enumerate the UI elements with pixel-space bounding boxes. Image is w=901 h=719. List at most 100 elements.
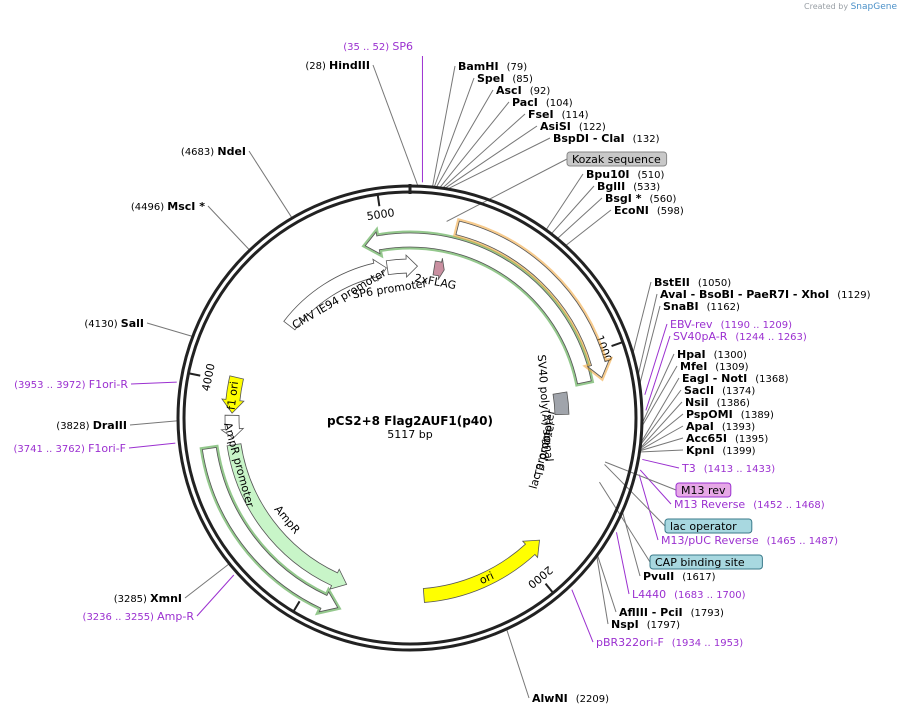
feature-arrow [455, 220, 610, 379]
tick-label: 4000 [199, 362, 217, 392]
label-name: BsgI * [605, 192, 642, 205]
label-position: (3953 .. 3972) [14, 380, 89, 391]
primer-sv40pa-r[interactable]: SV40pA-R(1244 .. 1263) [673, 330, 807, 343]
label-position: (92) [530, 86, 551, 97]
snapgene-credit: Created by SnapGene [804, 2, 897, 12]
label-position: (4130) [84, 319, 120, 330]
primer-ebv-rev[interactable]: EBV-rev(1190 .. 1209) [670, 318, 792, 331]
site-xmni[interactable]: (3285) XmnI [114, 592, 182, 605]
site-bamhi[interactable]: BamHI(79) [458, 60, 527, 73]
site-asisi[interactable]: AsiSI(122) [540, 120, 606, 133]
site-econi[interactable]: EcoNI(598) [614, 204, 684, 217]
site-avai-bsobi-paer7i-xhoi[interactable]: AvaI - BsoBI - PaeR7I - XhoI(1129) [660, 288, 871, 301]
site-bsteii[interactable]: BstEII(1050) [654, 276, 731, 289]
site-bspdi-clai[interactable]: BspDI - ClaI(132) [553, 132, 660, 145]
label-position: (3236 .. 3255) [83, 612, 158, 623]
connector-line [596, 554, 617, 613]
connector-line [128, 442, 176, 449]
label-position: (1300) [714, 350, 747, 361]
label-position: (1465 .. 1487) [767, 536, 839, 547]
primer-sp6[interactable]: (35 .. 52) SP6 [343, 40, 413, 53]
label-position: (104) [546, 98, 573, 109]
tick-mark [188, 372, 201, 377]
label-position: (1683 .. 1700) [674, 590, 746, 601]
site-nspi[interactable]: NspI(1797) [611, 618, 680, 631]
connector-line [615, 532, 630, 595]
site-msci[interactable]: (4496) MscI * [131, 200, 205, 213]
site-kpni[interactable]: KpnI(1399) [686, 444, 756, 457]
site-sali[interactable]: (4130) SalI [84, 317, 144, 330]
site-hindiii[interactable]: (28) HindIII [305, 59, 370, 72]
label-position: (4683) [181, 147, 217, 158]
svg-text:(4130) SalI: (4130) SalI [84, 317, 144, 330]
tick-mark [611, 341, 624, 347]
label-name: BamHI [458, 60, 499, 73]
svg-text:AsiSI(122): AsiSI(122) [540, 120, 606, 133]
feature-box-cap-binding-site[interactable]: CAP binding site [649, 554, 763, 570]
site-draiii[interactable]: (3828) DraIII [56, 419, 127, 432]
feature-ampr-promoter [220, 414, 245, 439]
primer-pbr322ori-f[interactable]: pBR322ori-F(1934 .. 1953) [596, 636, 743, 649]
site-alwni[interactable]: AlwNI(2209) [532, 692, 609, 705]
site-bsgi[interactable]: BsgI *(560) [605, 192, 676, 205]
feature-box-kozak-sequence[interactable]: Kozak sequence [566, 151, 668, 167]
site-mfei[interactable]: MfeI(1309) [680, 360, 749, 373]
label-name: M13 Reverse [674, 498, 745, 511]
feature-sv40-poly-a-signal [552, 391, 570, 415]
site-snabi[interactable]: SnaBI(1162) [663, 300, 740, 313]
site-sacii[interactable]: SacII (1374) [684, 384, 755, 397]
svg-text:(3236 .. 3255) Amp-R: (3236 .. 3255) Amp-R [83, 610, 195, 623]
connector-line [604, 461, 677, 491]
label-position: (35 .. 52) [343, 42, 392, 53]
primer-l4440[interactable]: L4440(1683 .. 1700) [632, 588, 746, 601]
svg-text:AvaI - BsoBI - PaeR7I - XhoI(1: AvaI - BsoBI - PaeR7I - XhoI(1129) [660, 288, 871, 301]
label-name: Acc65I [686, 432, 727, 445]
site-pspomi[interactable]: PspOMI(1389) [686, 408, 774, 421]
site-eagi-noti[interactable]: EagI - NotI(1368) [682, 372, 789, 385]
site-hpai[interactable]: HpaI(1300) [677, 348, 747, 361]
primer-t3[interactable]: T3(1413 .. 1433) [681, 462, 775, 475]
label-position: (1413 .. 1433) [704, 464, 776, 475]
plasmid-length: 5117 bp [387, 428, 432, 441]
label-name: SP6 [392, 40, 413, 53]
label-position: (1374) [722, 386, 755, 397]
site-fsei[interactable]: FseI(114) [528, 108, 589, 121]
svg-text:SacII(1374): SacII (1374) [684, 384, 755, 397]
primer-m13-puc-reverse[interactable]: M13/pUC Reverse(1465 .. 1487) [661, 534, 838, 547]
primer-f1ori-f[interactable]: (3741 .. 3762) F1ori-F [13, 442, 126, 455]
feature-box-m13-rev[interactable]: M13 rev [675, 482, 732, 498]
connector-line [565, 209, 612, 247]
primer-amp-r[interactable]: (3236 .. 3255) Amp-R [83, 610, 195, 623]
site-nsii[interactable]: NsiI(1386) [685, 396, 750, 409]
connector-line [640, 389, 682, 446]
connector-line [435, 89, 494, 188]
label-name: SalI [121, 317, 144, 330]
svg-text:M13 Reverse(1452 .. 1468): M13 Reverse(1452 .. 1468) [674, 498, 825, 511]
site-bpu10i[interactable]: Bpu10I(510) [586, 168, 664, 181]
primer-f1ori-r[interactable]: (3953 .. 3972) F1ori-R [14, 378, 128, 391]
site-asci[interactable]: AscI(92) [496, 84, 550, 97]
tick-mark [376, 194, 381, 207]
feature-label-ori: ori [477, 569, 496, 587]
site-acc65i[interactable]: Acc65I(1395) [686, 432, 768, 445]
connector-line [444, 125, 538, 190]
label-position: (1050) [698, 278, 731, 289]
label-name: SV40pA-R [673, 330, 728, 343]
connector-line [599, 481, 651, 563]
site-paci[interactable]: PacI(104) [512, 96, 573, 109]
label-position: (1368) [755, 374, 788, 385]
site-apai[interactable]: ApaI(1393) [686, 420, 755, 433]
label-name: SacII [684, 384, 714, 397]
label-name: BglII [597, 180, 625, 193]
feature-box-lac-operator[interactable]: lac operator [664, 518, 753, 534]
label-name: SpeI [477, 72, 504, 85]
label-position: (1309) [715, 362, 748, 373]
feature-box-bg [649, 554, 763, 570]
site-bglii[interactable]: BglII(533) [597, 180, 660, 193]
site-afliii-pcii[interactable]: AflIII - PciI(1793) [619, 606, 724, 619]
credit-prefix: Created by [804, 2, 849, 11]
primer-m13-reverse[interactable]: M13 Reverse(1452 .. 1468) [674, 498, 825, 511]
site-ndei[interactable]: (4683) NdeI [181, 145, 246, 158]
site-pvuii[interactable]: PvuII(1617) [643, 570, 716, 583]
site-spei[interactable]: SpeI(85) [477, 72, 533, 85]
